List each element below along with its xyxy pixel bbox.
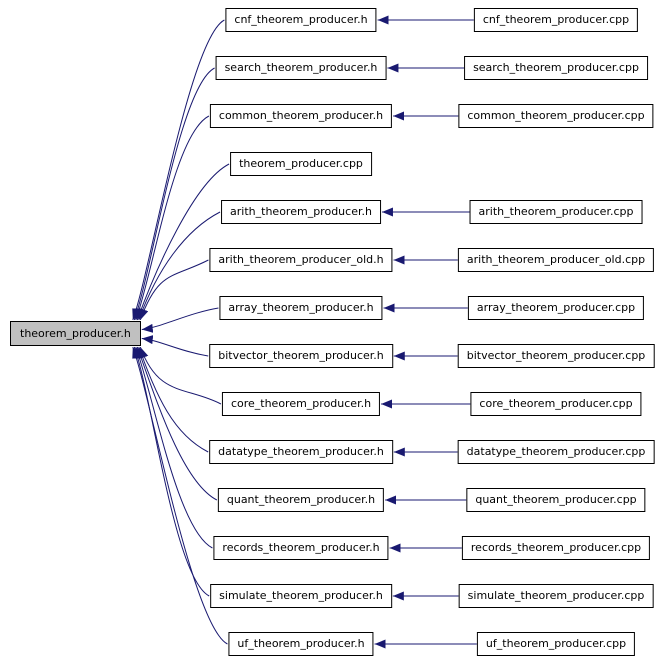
node-arith-theorem-producer-cpp[interactable]: arith_theorem_producer.cpp xyxy=(469,200,643,224)
include-edge xyxy=(133,346,210,597)
include-edge xyxy=(139,259,209,321)
node-arith-theorem-producer-h[interactable]: arith_theorem_producer.h xyxy=(221,200,381,224)
node-search-theorem-producer-h[interactable]: search_theorem_producer.h xyxy=(215,56,387,80)
node-quant-theorem-producer-cpp[interactable]: quant_theorem_producer.cpp xyxy=(466,488,646,512)
node-records-theorem-producer-cpp[interactable]: records_theorem_producer.cpp xyxy=(461,536,651,560)
include-edge xyxy=(139,346,222,405)
node-core-theorem-producer-h[interactable]: core_theorem_producer.h xyxy=(221,392,381,416)
node-theorem-producer-cpp[interactable]: theorem_producer.cpp xyxy=(230,152,372,176)
node-uf-theorem-producer-cpp[interactable]: uf_theorem_producer.cpp xyxy=(476,632,636,656)
node-core-theorem-producer-cpp[interactable]: core_theorem_producer.cpp xyxy=(470,392,642,416)
node-arith-theorem-producer-old-h[interactable]: arith_theorem_producer_old.h xyxy=(209,248,393,272)
node-quant-theorem-producer-h[interactable]: quant_theorem_producer.h xyxy=(217,488,385,512)
include-edge xyxy=(135,346,213,549)
node-records-theorem-producer-h[interactable]: records_theorem_producer.h xyxy=(213,536,389,560)
node-datatype-theorem-producer-cpp[interactable]: datatype_theorem_producer.cpp xyxy=(457,440,655,464)
node-cnf-theorem-producer-cpp[interactable]: cnf_theorem_producer.cpp xyxy=(473,8,639,32)
node-simulate-theorem-producer-cpp[interactable]: simulate_theorem_producer.cpp xyxy=(458,584,654,608)
include-edge xyxy=(133,67,215,321)
node-common-theorem-producer-cpp[interactable]: common_theorem_producer.cpp xyxy=(458,104,654,128)
node-bitvector-theorem-producer-h[interactable]: bitvector_theorem_producer.h xyxy=(209,344,393,368)
node-array-theorem-producer-cpp[interactable]: array_theorem_producer.cpp xyxy=(467,296,645,320)
node-bitvector-theorem-producer-cpp[interactable]: bitvector_theorem_producer.cpp xyxy=(457,344,655,368)
include-edge xyxy=(132,19,225,321)
include-edge xyxy=(138,346,209,453)
node-arith-theorem-producer-old-cpp[interactable]: arith_theorem_producer_old.cpp xyxy=(457,248,655,272)
include-edge xyxy=(141,335,209,357)
node-uf-theorem-producer-h[interactable]: uf_theorem_producer.h xyxy=(228,632,374,656)
include-edge xyxy=(135,115,210,321)
node-cnf-theorem-producer-h[interactable]: cnf_theorem_producer.h xyxy=(225,8,377,32)
node-common-theorem-producer-h[interactable]: common_theorem_producer.h xyxy=(209,104,393,128)
node-theorem-producer-h-main: theorem_producer.h xyxy=(10,321,141,346)
node-array-theorem-producer-h[interactable]: array_theorem_producer.h xyxy=(219,296,383,320)
node-simulate-theorem-producer-h[interactable]: simulate_theorem_producer.h xyxy=(210,584,392,608)
include-edge xyxy=(136,163,230,321)
include-edge xyxy=(141,307,219,333)
include-edge xyxy=(138,211,221,321)
include-edge xyxy=(136,346,218,501)
include-edge xyxy=(132,346,228,645)
node-datatype-theorem-producer-h[interactable]: datatype_theorem_producer.h xyxy=(209,440,393,464)
node-search-theorem-producer-cpp[interactable]: search_theorem_producer.cpp xyxy=(464,56,648,80)
